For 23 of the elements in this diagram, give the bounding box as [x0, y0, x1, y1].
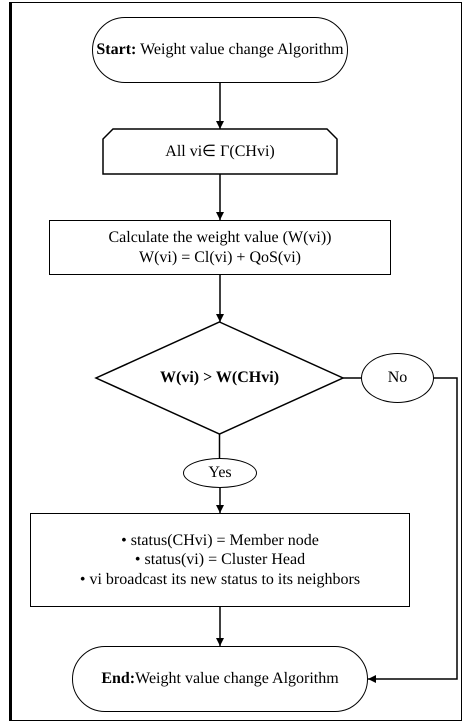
- connector-line: [218, 434, 220, 458]
- node-text: W(vi) > W(CHvi): [160, 368, 280, 388]
- arrow: [216, 488, 224, 513]
- node-text: Start: Weight value change Algorithm: [96, 40, 344, 60]
- node-text: Calculate the weight value (W(vi)): [108, 228, 332, 248]
- node-text: End:Weight value change Algorithm: [101, 669, 339, 689]
- loop-limit-shape: [103, 129, 337, 174]
- process-box: [30, 513, 410, 607]
- arrow: [216, 275, 224, 322]
- node-text: No: [388, 368, 408, 388]
- node-text: • status(vi) = Cluster Head: [134, 550, 306, 570]
- node-text: All vi∈ Γ(CHvi): [165, 142, 275, 162]
- arrow: [216, 174, 224, 220]
- connector-line: [343, 377, 361, 379]
- arrow: [216, 83, 224, 129]
- arrow: [368, 377, 458, 683]
- arrow: [216, 607, 224, 646]
- decision-diamond: [96, 322, 343, 434]
- node-text: W(vi) = Cl(vi) + QoS(vi): [138, 248, 302, 267]
- node-text: • vi broadcast its new status to its neighbors: [80, 570, 360, 589]
- node-text: Yes: [208, 463, 232, 483]
- node-text: • status(CHvi) = Member node: [121, 531, 319, 550]
- process-box: [49, 220, 391, 275]
